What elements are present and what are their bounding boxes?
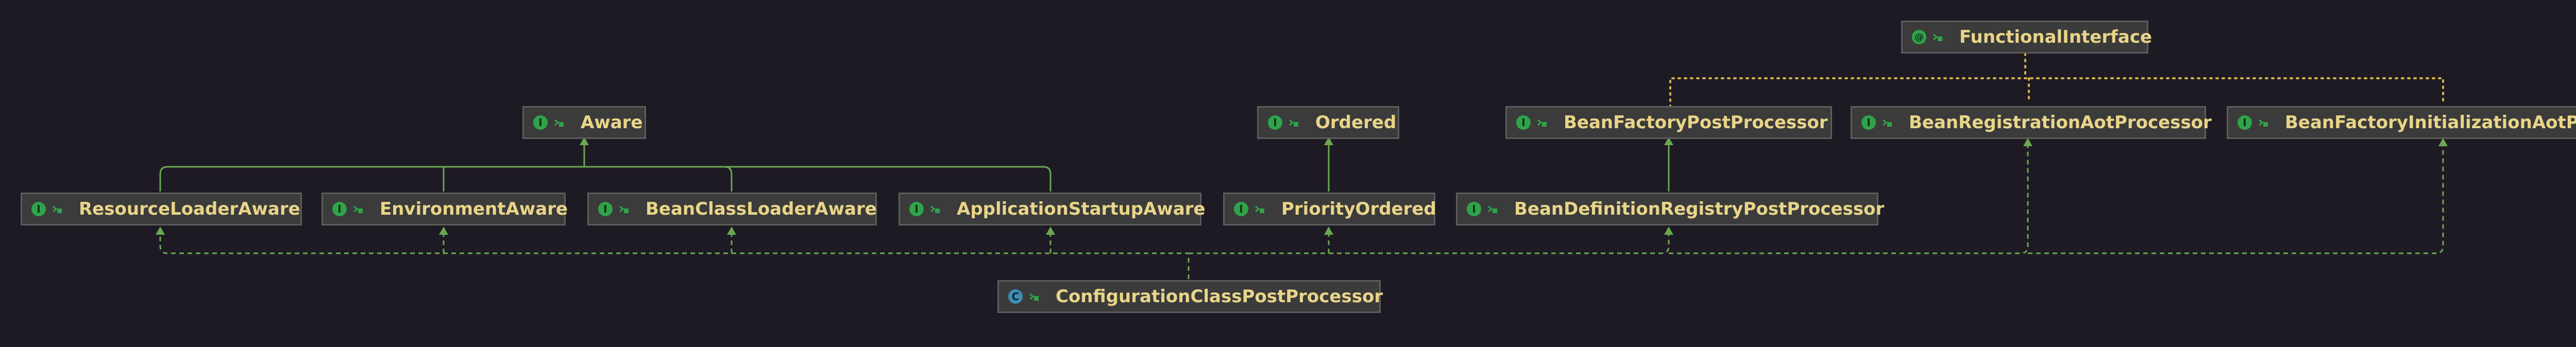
node-environment-aware[interactable]: I EnvironmentAware bbox=[321, 193, 568, 225]
arrowhead bbox=[1664, 227, 1673, 235]
interface-icon: I bbox=[1268, 115, 1282, 130]
node-label: Ordered bbox=[1315, 112, 1397, 133]
public-visibility-icon bbox=[2257, 116, 2270, 129]
arrowhead bbox=[2438, 138, 2448, 146]
public-visibility-icon bbox=[1931, 30, 1945, 44]
node-priority-ordered[interactable]: I PriorityOrdered bbox=[1223, 193, 1436, 225]
public-visibility-icon bbox=[1536, 116, 1549, 129]
edge-implements bbox=[159, 145, 2444, 279]
node-application-startup-aware[interactable]: I ApplicationStartupAware bbox=[899, 193, 1206, 225]
arrowhead bbox=[156, 227, 165, 235]
class-icon: C bbox=[1008, 289, 1023, 304]
interface-icon: I bbox=[1861, 115, 1876, 130]
interface-icon: I bbox=[598, 202, 613, 216]
node-label: BeanRegistrationAotProcessor bbox=[1909, 112, 2212, 133]
arrowhead bbox=[727, 227, 736, 235]
interface-icon: I bbox=[332, 202, 347, 216]
node-bean-registration-aot-processor[interactable]: I BeanRegistrationAotProcessor bbox=[1851, 106, 2212, 139]
public-visibility-icon bbox=[51, 202, 64, 216]
public-visibility-icon bbox=[929, 202, 942, 216]
node-label: BeanFactoryInitializationAotProcessor bbox=[2285, 112, 2576, 133]
interface-icon: I bbox=[1467, 202, 1481, 216]
node-ordered[interactable]: I Ordered bbox=[1257, 106, 1399, 139]
edge-annotates bbox=[1669, 53, 2444, 114]
public-visibility-icon bbox=[1881, 116, 1894, 129]
arrowhead bbox=[1324, 137, 1333, 145]
node-label: ConfigurationClassPostProcessor bbox=[1056, 286, 1383, 307]
public-visibility-icon bbox=[618, 202, 631, 216]
arrowhead bbox=[439, 227, 448, 235]
public-visibility-icon bbox=[1287, 116, 1301, 129]
node-functional-interface[interactable]: @ FunctionalInterface bbox=[1901, 21, 2152, 54]
node-label: FunctionalInterface bbox=[1959, 27, 2153, 47]
node-label: EnvironmentAware bbox=[380, 199, 568, 219]
interface-icon: I bbox=[909, 202, 924, 216]
public-visibility-icon bbox=[1028, 290, 1041, 303]
arrowhead bbox=[1046, 227, 1055, 235]
interface-icon: I bbox=[1516, 115, 1531, 130]
node-resource-loader-aware[interactable]: I ResourceLoaderAware bbox=[21, 193, 302, 225]
arrowhead bbox=[580, 137, 589, 145]
node-label: Aware bbox=[581, 112, 643, 133]
arrowheads bbox=[156, 137, 2448, 235]
interface-icon: I bbox=[31, 202, 46, 216]
public-visibility-icon bbox=[1253, 202, 1267, 216]
public-visibility-icon bbox=[1486, 202, 1500, 216]
public-visibility-icon bbox=[352, 202, 365, 216]
annotation-icon: @ bbox=[1912, 30, 1926, 44]
node-label: BeanFactoryPostProcessor bbox=[1564, 112, 1828, 133]
interface-icon: I bbox=[1234, 202, 1248, 216]
public-visibility-icon bbox=[553, 116, 566, 129]
node-bean-definition-registry-post-processor[interactable]: I BeanDefinitionRegistryPostProcessor bbox=[1456, 193, 1884, 225]
arrowhead bbox=[1324, 227, 1333, 235]
node-configuration-class-post-processor[interactable]: C ConfigurationClassPostProcessor bbox=[997, 280, 1383, 313]
node-bean-factory-post-processor[interactable]: I BeanFactoryPostProcessor bbox=[1505, 106, 1832, 139]
node-bean-class-loader-aware[interactable]: I BeanClassLoaderAware bbox=[587, 193, 877, 225]
node-aware[interactable]: I Aware bbox=[522, 106, 646, 139]
edge-extends-aware bbox=[159, 144, 1052, 192]
node-label: ApplicationStartupAware bbox=[957, 199, 1206, 219]
node-label: BeanClassLoaderAware bbox=[646, 199, 877, 219]
node-label: BeanDefinitionRegistryPostProcessor bbox=[1514, 199, 1885, 219]
interface-icon: I bbox=[2238, 115, 2252, 130]
node-label: ResourceLoaderAware bbox=[79, 199, 300, 219]
node-label: PriorityOrdered bbox=[1281, 199, 1436, 219]
arrowhead bbox=[1664, 137, 1673, 145]
interface-icon: I bbox=[533, 115, 548, 130]
arrowhead bbox=[2023, 138, 2032, 146]
node-bean-factory-initialization-aot-processor[interactable]: I BeanFactoryInitializationAotProcessor bbox=[2227, 106, 2576, 139]
